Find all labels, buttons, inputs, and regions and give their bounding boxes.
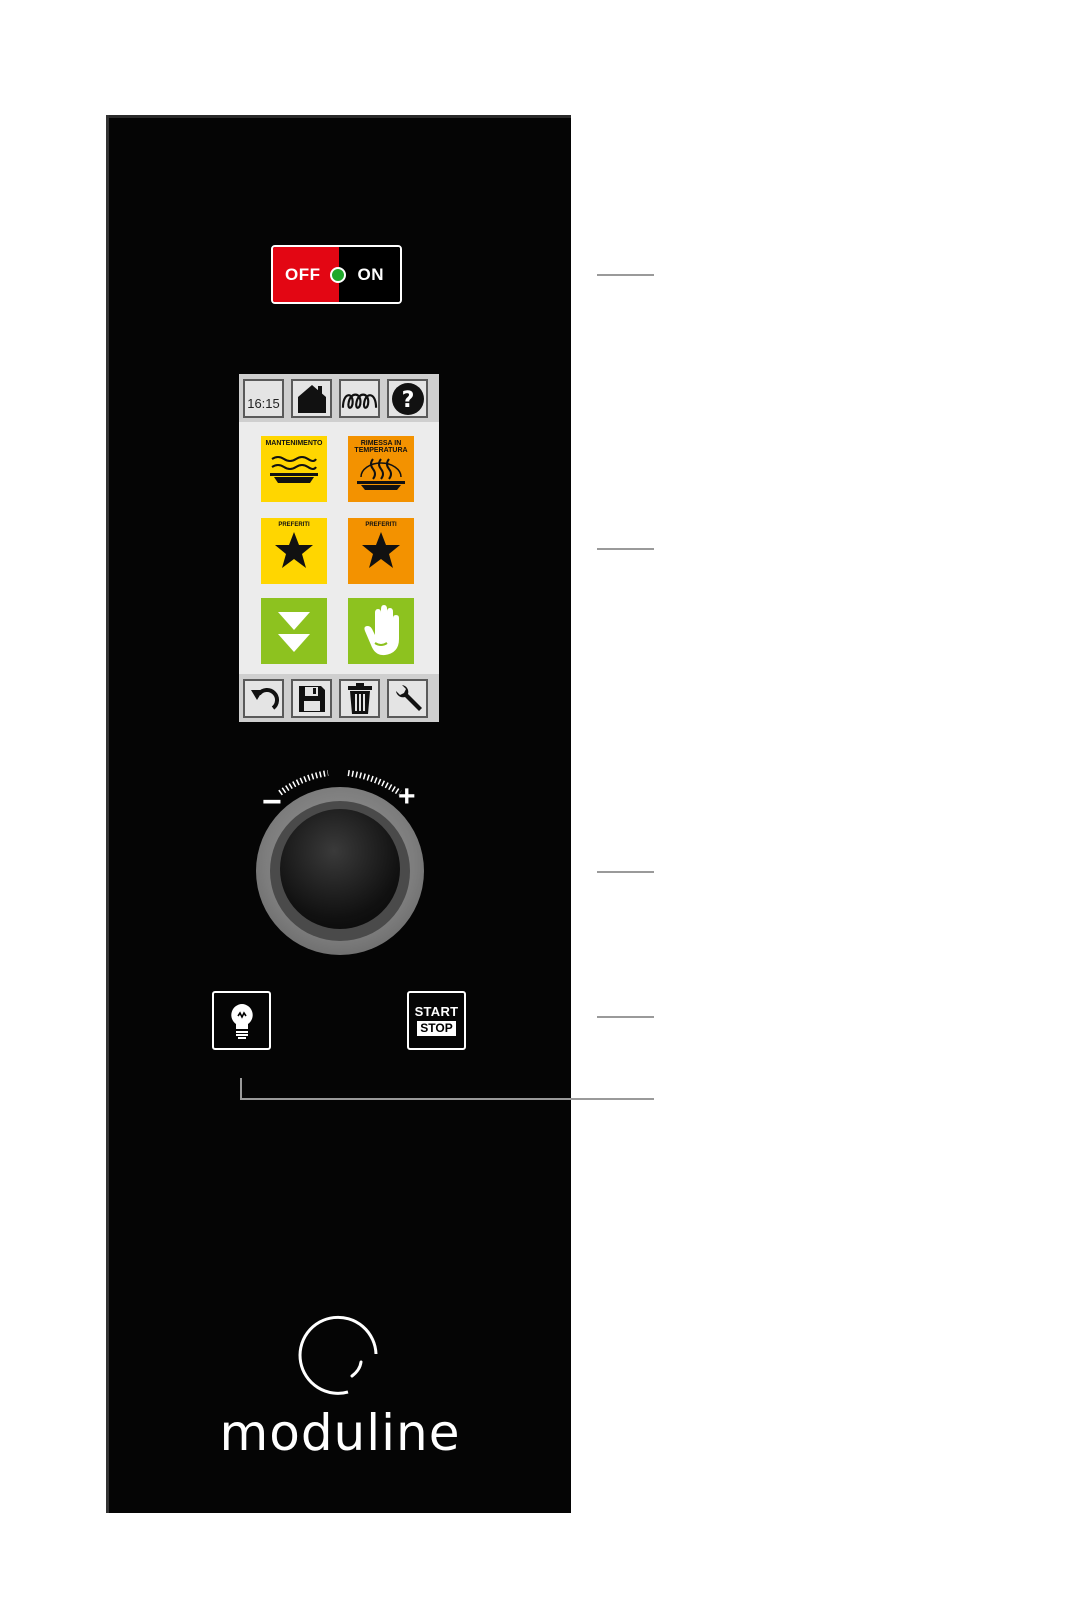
touch-screen: 16:15 ? MANTENIMENTO [239,374,439,722]
save-icon [298,685,325,712]
leader-line-knob [597,871,654,873]
screen-bottom-bar [239,674,439,722]
knob-plus-label: + [398,780,416,813]
leader-line-power [597,274,654,276]
screen-top-bar: 16:15 ? [239,374,439,422]
help-button[interactable]: ? [387,379,428,418]
trash-icon [347,682,372,714]
leader-line-screen [597,548,654,550]
settings-button[interactable] [387,679,428,718]
knob-scale-ticks [278,770,402,796]
svg-text:?: ? [401,388,414,413]
tile-preferiti-orange[interactable]: PREFERITI [348,518,414,584]
hand-icon [364,605,399,656]
knob-minus-label: − [262,783,282,821]
start-stop-button[interactable]: START STOP [407,991,466,1050]
stop-label: STOP [417,1020,456,1037]
power-off-label: OFF [285,264,321,284]
knob-cap[interactable] [280,809,400,929]
light-button[interactable] [212,991,271,1050]
tile-scroll-down[interactable] [261,598,327,664]
star-icon [362,532,400,569]
tile-rimessa-in-temperatura[interactable]: RIMESSA IN TEMPERATURA [348,436,414,502]
star-icon [275,532,313,569]
help-icon: ? [391,382,424,415]
tile-preferiti-yellow[interactable]: PREFERITI [261,518,327,584]
tile-manual[interactable] [348,598,414,664]
moduline-logo-icon [298,1315,378,1395]
clock-display: 16:15 [243,379,284,418]
tile-mantenimento[interactable]: MANTENIMENTO [261,436,327,502]
holding-tray-icon [270,456,318,484]
control-knob[interactable] [256,787,424,955]
light-bulb-icon [230,1003,253,1039]
power-on-side[interactable]: ON [339,247,400,302]
power-on-label: ON [357,264,384,284]
power-led-indicator [330,267,346,283]
tile-rimessa-label: RIMESSA IN TEMPERATURA [354,440,408,455]
power-off-side[interactable]: OFF [273,247,339,302]
home-icon [297,384,326,413]
undo-button[interactable] [243,679,284,718]
undo-icon [250,687,279,710]
brand-name: moduline [219,1404,461,1462]
delete-button[interactable] [339,679,380,718]
home-button[interactable] [291,379,332,418]
leader-line-start-stop [597,1016,654,1018]
double-chevron-down-icon [278,612,310,652]
reheat-tray-icon [357,458,405,490]
tile-mantenimento-label: MANTENIMENTO [265,440,323,447]
tile-preferiti-yellow-label: PREFERITI [278,522,310,528]
power-switch[interactable]: OFF ON [271,245,402,304]
clock-text: 16:15 [247,396,280,411]
save-button[interactable] [291,679,332,718]
leader-line-light [240,1098,654,1100]
heating-button[interactable] [339,379,380,418]
heating-coil-icon [341,393,378,409]
start-label: START [414,1003,459,1019]
leader-line-light-vertical [240,1078,242,1100]
wrench-icon [395,684,422,711]
tile-preferiti-orange-label: PREFERITI [365,522,397,528]
